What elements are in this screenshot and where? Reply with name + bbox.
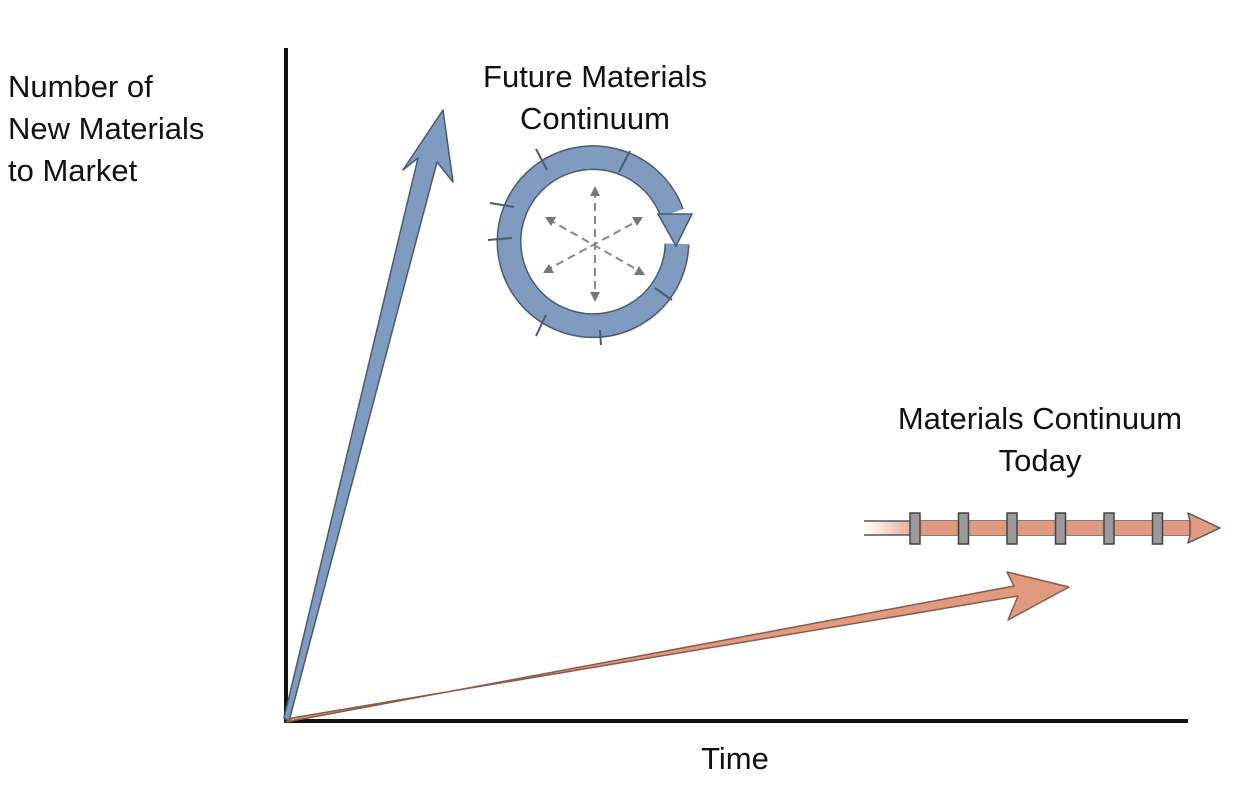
future-growth-arrow [283,109,454,722]
step-marker [957,512,970,545]
x-axis-label: Time [701,741,769,776]
step-marker [1103,512,1115,545]
step-marker [1054,512,1067,545]
today-continuum-title: Materials Continuum Today [897,401,1183,478]
future-continuum-title: Future Materials Continuum [483,59,707,136]
today-growth-arrow [285,571,1070,723]
step-marker [1151,512,1164,545]
y-axis-label: Number of New Materials to Market [8,69,205,188]
segmented-arrow-icon [864,512,1221,545]
cycle-icon [487,145,694,346]
step-marker [909,512,921,545]
step-marker [1006,512,1018,545]
